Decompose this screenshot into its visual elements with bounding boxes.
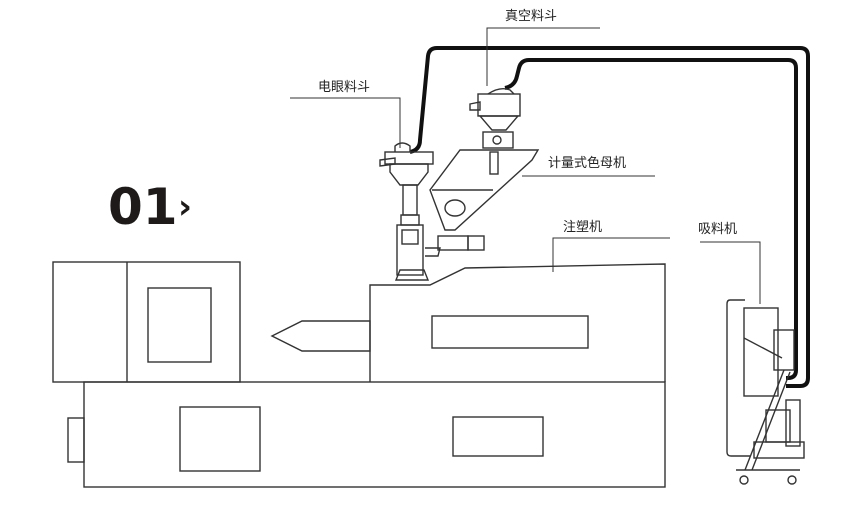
- chevron-right-icon: ›: [178, 187, 192, 227]
- step-number: 01: [108, 178, 178, 236]
- label-loader: 吸料机: [698, 222, 737, 237]
- label-dosing-color-mixer: 计量式色母机: [548, 155, 626, 171]
- label-electric-eye-hopper: 电眼料斗: [318, 80, 370, 95]
- leader-lines: [290, 27, 761, 304]
- label-vacuum-hopper: 真空料斗: [505, 9, 557, 24]
- label-injection-machine: 注塑机: [563, 220, 602, 235]
- electric-eye-hopper: [379, 142, 434, 281]
- injection-machine: [52, 261, 666, 488]
- vacuum-pipes: [409, 46, 810, 388]
- vacuum-hopper: [469, 87, 521, 149]
- loader: [726, 299, 805, 485]
- dosing-color-mixer: [425, 149, 540, 257]
